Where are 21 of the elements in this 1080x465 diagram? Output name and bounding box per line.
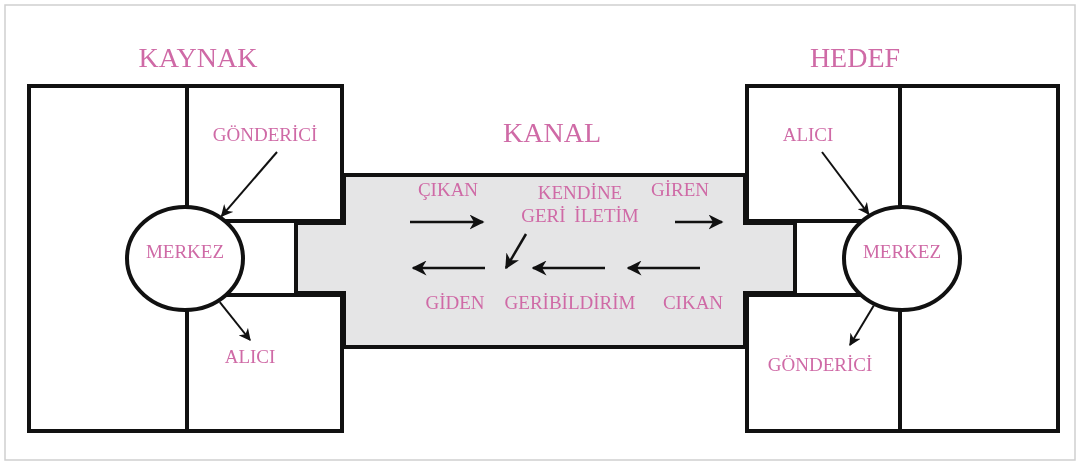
node-label: GÖNDERİCİ [767, 353, 873, 377]
node-label: ALICI [782, 123, 834, 147]
flow-label: ÇIKAN [417, 178, 479, 202]
node-label: GÖNDERİCİ [212, 123, 318, 147]
arrow [218, 301, 251, 341]
flow-label: KENDİNE GERİ İLETİM [520, 182, 640, 228]
node-label: ALICI [224, 345, 276, 369]
heading: KAYNAK [138, 41, 258, 75]
node-label: MERKEZ [145, 240, 225, 264]
flow-label: GERİBİLDİRİM [504, 291, 636, 315]
center-circle [842, 205, 962, 312]
node-label: MERKEZ [862, 240, 942, 264]
center-circle [125, 205, 245, 312]
flow-label: GİDEN [425, 291, 485, 315]
arrow [220, 151, 278, 218]
arrow [821, 151, 870, 216]
heading: HEDEF [809, 41, 901, 75]
heading: KANAL [503, 116, 601, 150]
flow-label: GİREN [650, 178, 710, 202]
flow-label: CIKAN [662, 291, 724, 315]
arrow [849, 304, 875, 347]
